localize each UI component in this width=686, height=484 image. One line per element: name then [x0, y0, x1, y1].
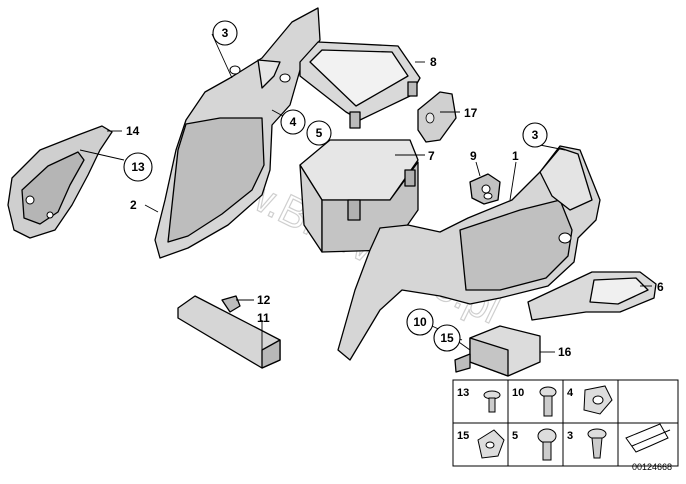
callout-label: 3	[222, 26, 229, 40]
right-side-trim-part	[337, 145, 601, 361]
callout-2: 2	[130, 198, 137, 212]
fastener-legend: 13 10 4 15 5 3	[452, 379, 679, 467]
callout-3-top: 3	[212, 20, 238, 46]
right-tray-part	[527, 271, 657, 321]
callout-3-right: 3	[522, 122, 548, 148]
left-side-trim-part	[154, 7, 321, 259]
legend-label-3: 3	[567, 430, 573, 442]
callout-13: 13	[123, 152, 153, 182]
callout-label: 4	[290, 115, 297, 129]
callout-17: 17	[464, 106, 478, 120]
legend-label-13: 13	[457, 387, 469, 399]
cover-cap-part	[417, 91, 457, 143]
clip-nut-icon	[583, 385, 613, 415]
direction-arrow-icon	[625, 423, 671, 453]
rail-part	[177, 295, 281, 369]
expansion-rivet-icon	[537, 428, 557, 461]
reference-number: 00124668	[632, 462, 672, 472]
callout-12: 12	[257, 293, 271, 307]
callout-label: 3	[532, 128, 539, 142]
callout-1: 1	[512, 149, 519, 163]
push-pin-icon	[587, 428, 607, 459]
upper-tray-part	[299, 41, 421, 129]
leader-lines	[79, 33, 652, 360]
side-bracket-part	[7, 125, 113, 239]
bolt-icon	[539, 386, 557, 417]
legend-label-4: 4	[567, 387, 574, 399]
screw-icon	[483, 390, 501, 413]
callout-14: 14	[126, 124, 140, 138]
module-box-part	[454, 325, 541, 377]
legend-label-15: 15	[457, 430, 469, 442]
legend-label-10: 10	[512, 387, 524, 399]
callout-8: 8	[430, 55, 437, 69]
callout-16: 16	[558, 345, 572, 359]
callout-11: 11	[257, 311, 270, 325]
spring-clip-icon	[477, 429, 505, 459]
callout-10: 10	[406, 308, 434, 336]
callout-label: 10	[413, 315, 427, 329]
legend-label-5: 5	[512, 430, 518, 442]
callout-4: 4	[280, 109, 306, 135]
callout-7: 7	[428, 149, 435, 163]
callout-6: 6	[657, 280, 664, 294]
callout-label: 13	[131, 160, 145, 174]
callout-15: 15	[433, 324, 461, 352]
clip-bracket-part	[469, 173, 501, 205]
callout-label: 15	[440, 331, 454, 345]
callout-5: 5	[306, 120, 332, 146]
callout-label: 5	[316, 126, 323, 140]
callout-9: 9	[470, 149, 477, 163]
